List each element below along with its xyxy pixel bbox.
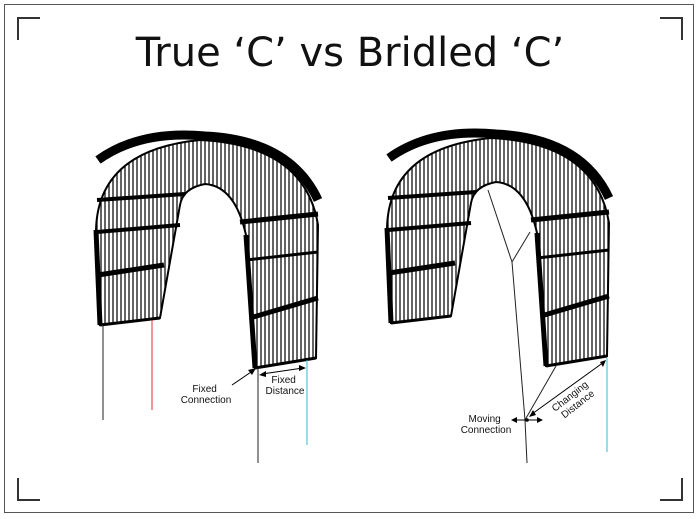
fixed-connection-label: Fixed Connection	[181, 384, 232, 406]
arrow-fixed-distance	[261, 367, 304, 375]
fixed-distance-label: Fixed Distance	[266, 375, 305, 397]
bridled-c-kite: Moving Connection Changing Distance	[387, 133, 609, 464]
arrow-changing-distance	[531, 361, 605, 415]
moving-connection-label: Moving Connection	[461, 414, 512, 436]
true-c-kite: Fixed Connection Fixed Distance	[96, 135, 318, 463]
bridle-line	[487, 189, 526, 421]
corner-brackets	[17, 17, 683, 501]
line-to-tip	[524, 365, 557, 421]
diagram-title: True ‘C’ vs Bridled ‘C’	[135, 30, 565, 76]
changing-distance-label: Changing Distance	[550, 378, 599, 423]
line-moving	[524, 419, 528, 464]
diagram-frame	[4, 4, 694, 513]
